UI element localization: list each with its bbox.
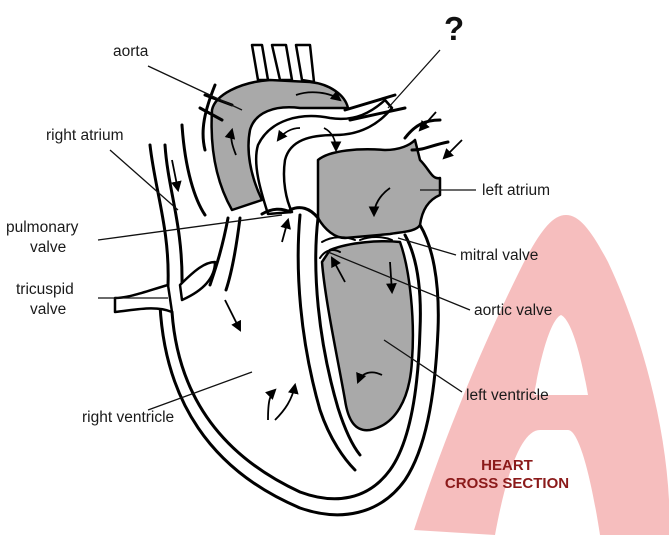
left-atrium — [318, 120, 448, 238]
label-aorta: aorta — [113, 43, 149, 60]
label-right-atrium: right atrium — [46, 127, 124, 144]
label-mitral-valve: mitral valve — [460, 247, 538, 264]
label-aortic-valve: aortic valve — [474, 302, 552, 319]
question-mark: ? — [444, 10, 464, 47]
label-right-ventricle: right ventricle — [82, 409, 174, 426]
watermark-line-2: CROSS SECTION — [445, 475, 569, 492]
watermark-line-1: HEART — [481, 457, 533, 474]
label-tricuspid-valve-line1: tricuspid — [16, 281, 74, 298]
watermark-logo: HEART CROSS SECTION — [414, 215, 669, 535]
label-left-ventricle: left ventricle — [466, 387, 549, 404]
label-left-atrium: left atrium — [482, 182, 550, 199]
label-pulmonary-valve-line1: pulmonary — [6, 219, 79, 236]
label-pulmonary-valve-line2: valve — [30, 239, 66, 256]
label-tricuspid-valve-line2: valve — [30, 301, 66, 318]
